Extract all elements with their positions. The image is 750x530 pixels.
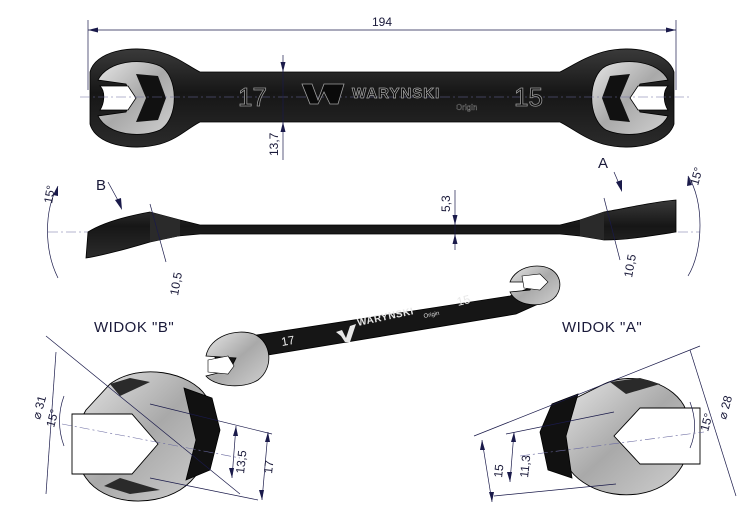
top-left-hex-opening bbox=[99, 85, 137, 111]
dim-view-a-inner: 11,3 bbox=[517, 454, 533, 478]
dim-view-b-outer: 17 bbox=[261, 459, 276, 474]
side-wrench-body bbox=[85, 199, 677, 259]
view-b-title: WIDOK "B" bbox=[94, 319, 174, 336]
iso-size-17: 17 bbox=[280, 333, 296, 349]
view-a: WIDOK "A" ⌀ 28 15° 11,3 15 bbox=[473, 319, 737, 503]
dim-view-a-angle: 15° bbox=[697, 411, 715, 432]
dim-view-b-diameter: ⌀ 31 bbox=[29, 394, 49, 421]
iso-size-15: 15 bbox=[455, 292, 472, 309]
brand-name: WARYNSKI bbox=[352, 85, 440, 102]
side-view: B A 15° 15° 5,3 10,5 10,5 bbox=[41, 155, 705, 297]
iso-brand-sub: Origin bbox=[423, 311, 440, 320]
dim-view-b-angle: 15° bbox=[43, 407, 61, 428]
dim-length: 194 bbox=[372, 15, 392, 29]
dim-thickness: 5,3 bbox=[439, 195, 453, 212]
dim-head-a: 10,5 bbox=[621, 253, 639, 279]
engraving-size-15: 15 bbox=[514, 82, 543, 112]
marker-b-label: B bbox=[96, 177, 107, 194]
dim-view-a-outer: 15 bbox=[491, 463, 506, 478]
view-b: WIDOK "B" ⌀ 31 15° 13,5 17 bbox=[29, 319, 276, 502]
dim-view-a-diameter: ⌀ 28 bbox=[715, 394, 735, 421]
dim-view-b-inner: 13,5 bbox=[233, 449, 249, 474]
isometric-view: 17 15 WARYNSKI Origin bbox=[205, 265, 561, 387]
view-b-hex-opening bbox=[71, 413, 159, 475]
view-a-hex-opening bbox=[613, 407, 701, 465]
brand-sub: Origin bbox=[456, 103, 477, 112]
dim-head-b: 10,5 bbox=[167, 271, 185, 297]
top-view: 194 17 15 WARYNSKI Origin 13,7 bbox=[80, 15, 690, 160]
view-a-title: WIDOK "A" bbox=[562, 319, 642, 336]
brand-logo-icon bbox=[301, 83, 345, 105]
top-right-hex-opening bbox=[629, 85, 669, 111]
dim-tilt-right: 15° bbox=[687, 165, 705, 186]
engraving-size-17: 17 bbox=[238, 82, 267, 112]
dim-handle-height: 13,7 bbox=[267, 132, 281, 156]
top-wrench-body bbox=[89, 48, 675, 148]
dim-tilt-left: 15° bbox=[41, 184, 58, 205]
iso-logo-icon bbox=[336, 324, 356, 342]
marker-a-label: A bbox=[598, 155, 609, 172]
